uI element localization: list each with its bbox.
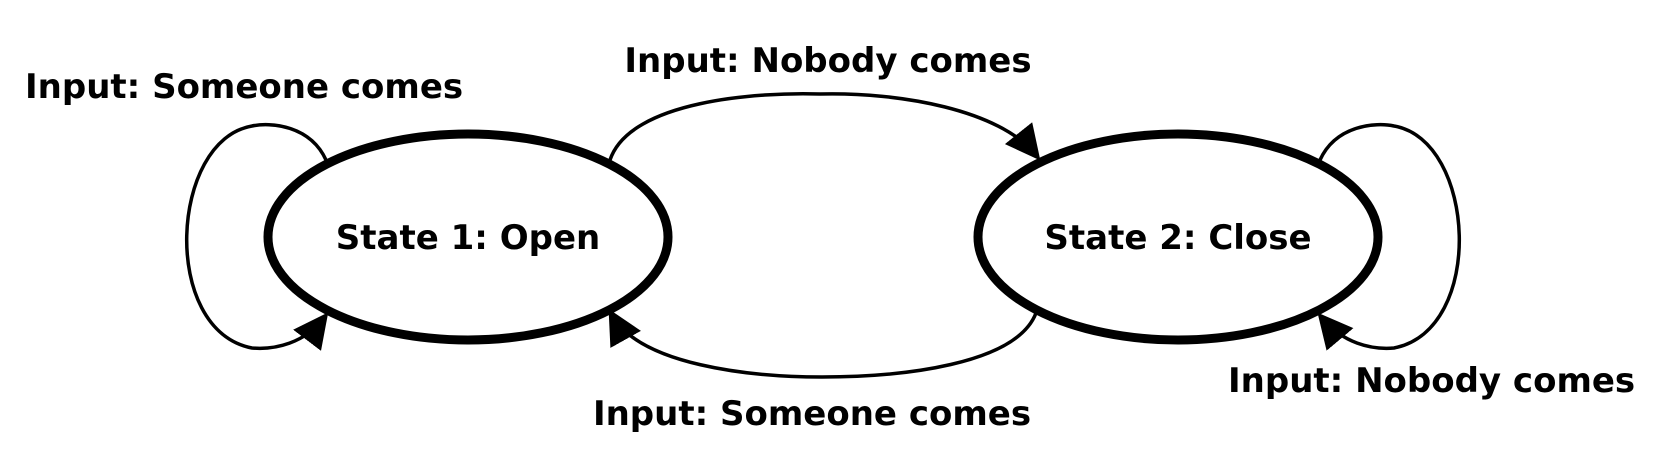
close-self-loop-label: Input: Nobody comes xyxy=(1228,361,1635,401)
open-self-loop-label: Input: Someone comes xyxy=(25,67,463,107)
state-open-node xyxy=(263,129,673,345)
close-to-open-edge xyxy=(608,308,1038,379)
state-close-node xyxy=(973,129,1383,345)
state-close-label: State 2: Close xyxy=(1044,218,1311,258)
open-self-loop-edge xyxy=(185,122,329,351)
open-to-close-edge xyxy=(608,92,1041,161)
state-open-label: State 1: Open xyxy=(336,218,600,258)
open-to-close-label: Input: Nobody comes xyxy=(624,41,1031,81)
close-to-open-label: Input: Someone comes xyxy=(593,394,1031,434)
close-self-loop-edge xyxy=(1317,122,1461,351)
